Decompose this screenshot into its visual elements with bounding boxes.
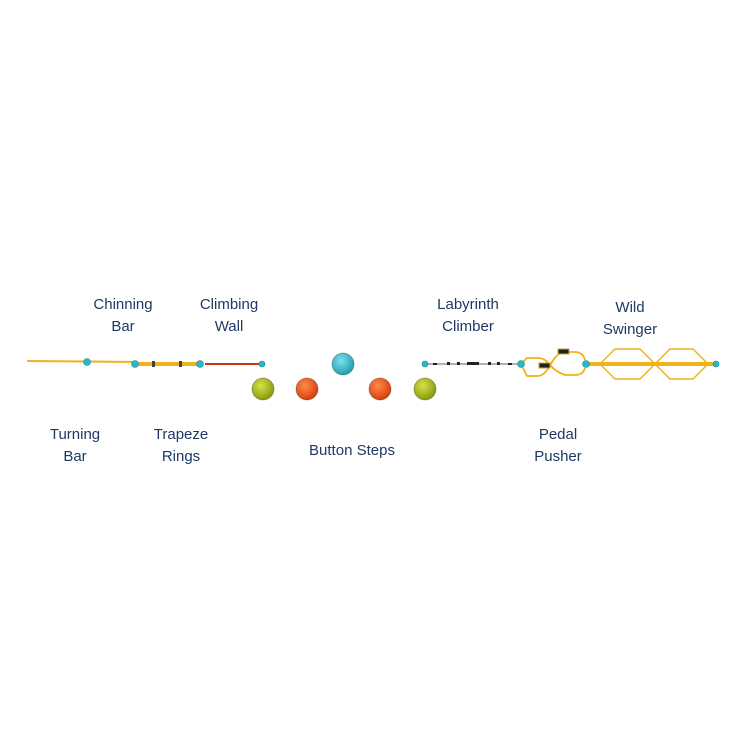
wild-swinger-graphic (587, 348, 716, 380)
connector-icon (83, 358, 91, 366)
label-line: Wall (214, 318, 244, 335)
connector-icon (258, 360, 266, 368)
connector-icon (517, 360, 525, 368)
chinning-bar-graphic (135, 361, 200, 367)
connector-icon (196, 360, 204, 368)
connector-icon (582, 360, 590, 368)
label-line: Turning (49, 426, 101, 443)
connector-icon (131, 360, 139, 368)
label-line: Pedal (538, 426, 578, 443)
button-step-green (413, 377, 437, 401)
label-line: Rings (161, 448, 201, 465)
connector-icon (712, 360, 720, 368)
labyrinth-climber-graphic (427, 362, 519, 365)
button-step-cyan (331, 352, 355, 376)
label-line: Pusher (534, 448, 582, 465)
label-line: Trapeze (153, 426, 209, 443)
label-line: Swinger (602, 321, 658, 338)
label-line: Bar (63, 448, 87, 465)
button-step-orange (368, 377, 392, 401)
button-step-orange (295, 377, 319, 401)
label-line: Chinning (93, 296, 153, 313)
button-step-green (251, 377, 275, 401)
label-line: Bar (111, 318, 135, 335)
pedal-pusher-graphic (520, 348, 586, 377)
label-line: Labyrinth (437, 296, 499, 313)
button-steps-graphic (251, 352, 437, 401)
label-line: Climber (442, 318, 494, 335)
turning-bar-graphic (26, 360, 136, 363)
label-line: Wild (615, 299, 645, 316)
label-button-steps: Button Steps (309, 440, 395, 462)
label-line: Climbing (199, 296, 259, 313)
connectors (83, 358, 720, 368)
connector-icon (421, 360, 429, 368)
label-line: Button Steps (309, 442, 395, 459)
